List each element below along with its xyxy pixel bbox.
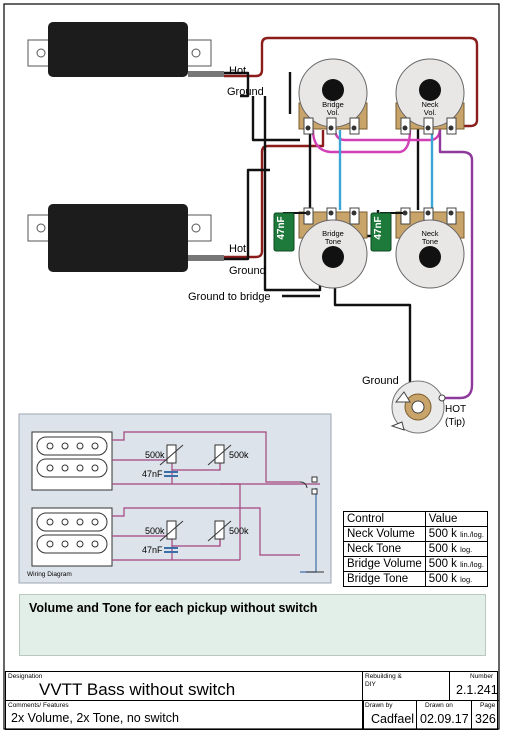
table-cell-value: 500 k log. — [424, 541, 488, 557]
ground-bottom-label: Ground — [229, 265, 266, 277]
number-value: 2.1.241 — [456, 683, 498, 697]
designation-cell: Designation VVTT Bass without switch — [6, 672, 363, 701]
table-cell-control: Bridge Tone — [343, 571, 426, 587]
comments-label: Comments/ Features — [8, 702, 69, 709]
bridge-tone-label-2: Tone — [325, 237, 341, 246]
schematic-cap-top: 47nF — [142, 469, 163, 479]
number-label: Number — [470, 673, 494, 680]
schematic-pot-b-bottom: 500k — [229, 526, 249, 536]
capacitor-bridge: 47nF — [273, 212, 306, 252]
page-cell: Page 326 — [472, 701, 499, 729]
divider — [363, 701, 364, 729]
designation-value: VVTT Bass without switch — [39, 680, 236, 699]
title-block: Designation VVTT Bass without switch Reb… — [5, 671, 499, 730]
table-cell-value: 500 k lin./log. — [424, 526, 488, 542]
ground-top-label: Ground — [227, 86, 264, 98]
table-header-row: Control Value — [343, 511, 488, 527]
neck-tone-label-2: Tone — [422, 237, 438, 246]
rebuilding-label: Rebuilding & DIY — [365, 673, 402, 688]
pickup-neck — [27, 22, 212, 77]
control-value-table: Control Value Neck Volume 500 k lin./log… — [343, 511, 488, 587]
bridge-vol-label-2: Vol. — [327, 108, 340, 117]
wires — [224, 36, 479, 400]
table-row: Neck Tone 500 k log. — [343, 541, 488, 557]
table-row: Bridge Volume 500 k lin./log. — [343, 556, 488, 572]
table-cell-control: Bridge Volume — [343, 556, 426, 572]
neck-vol-label-2: Vol. — [424, 108, 437, 117]
schematic-cap-bottom: 47nF — [142, 545, 163, 555]
rebuilding-cell: Rebuilding & DIY — [363, 672, 450, 701]
cap-bridge-label: 47nF — [276, 216, 287, 239]
schematic-caption: Wiring Diagram — [27, 571, 72, 578]
pot-bridge-volume: Bridge Vol. — [298, 58, 368, 135]
drawn-on-label: Drawn on — [425, 702, 453, 709]
comments-value: 2x Volume, 2x Tone, no switch — [11, 711, 179, 725]
drawn-on-cell: Drawn on 02.09.17 — [417, 701, 472, 729]
table-header-value: Value — [424, 511, 488, 527]
schematic-panel: 500k 500k 47nF 500k 500k 47nF Wiring Dia… — [18, 413, 332, 584]
drawn-by-value: Cadfael — [371, 712, 415, 726]
pickup-leads — [188, 71, 224, 261]
ground-to-bridge-label: Ground to bridge — [188, 291, 271, 303]
table-cell-control: Neck Volume — [343, 526, 426, 542]
table-cell-value: 500 k log. — [424, 571, 488, 587]
bridge-tone-label-1: Bridge — [322, 229, 344, 238]
bridge-vol-label-1: Bridge — [322, 100, 344, 109]
pot-neck-volume: Neck Vol. — [395, 58, 465, 135]
designation-label: Designation — [8, 673, 43, 680]
pot-neck-tone: Neck Tone — [395, 207, 465, 289]
schematic-pot-a-bottom: 500k — [145, 526, 165, 536]
neck-tone-label-1: Neck — [421, 229, 438, 238]
schematic-pot-b-top: 500k — [229, 450, 249, 460]
drawn-on-value: 02.09.17 — [420, 712, 469, 726]
description-text: Volume and Tone for each pickup without … — [29, 601, 318, 615]
drawn-by-label: Drawn by — [365, 702, 393, 709]
comments-cell: Comments/ Features 2x Volume, 2x Tone, n… — [6, 701, 363, 729]
description-box: Volume and Tone for each pickup without … — [19, 594, 486, 656]
hot-top-label: Hot — [229, 65, 246, 77]
pickup-bridge — [27, 204, 212, 272]
table-header-control: Control — [343, 511, 426, 527]
drawn-by-cell: Drawn by Cadfael — [363, 701, 417, 729]
table-row: Neck Volume 500 k lin./log. — [343, 526, 488, 542]
schematic-pot-a-top: 500k — [145, 450, 165, 460]
jack-ground-label: Ground — [362, 375, 399, 387]
output-jack — [390, 380, 446, 434]
table-row: Bridge Tone 500 k log. — [343, 571, 488, 587]
cap-neck-label: 47nF — [373, 216, 384, 239]
jack-hot-label: HOT — [445, 404, 466, 415]
neck-vol-label-1: Neck — [421, 100, 438, 109]
number-cell: Number 2.1.241 — [450, 672, 499, 701]
page-value: 326 — [475, 712, 496, 726]
pot-bridge-tone: Bridge Tone — [298, 207, 368, 289]
table-cell-control: Neck Tone — [343, 541, 426, 557]
hot-bottom-label: Hot — [229, 243, 246, 255]
page-label: Page — [480, 702, 496, 709]
table-cell-value: 500 k lin./log. — [424, 556, 488, 572]
jack-tip-label: (Tip) — [445, 417, 465, 428]
capacitor-neck: 47nF — [370, 212, 403, 252]
